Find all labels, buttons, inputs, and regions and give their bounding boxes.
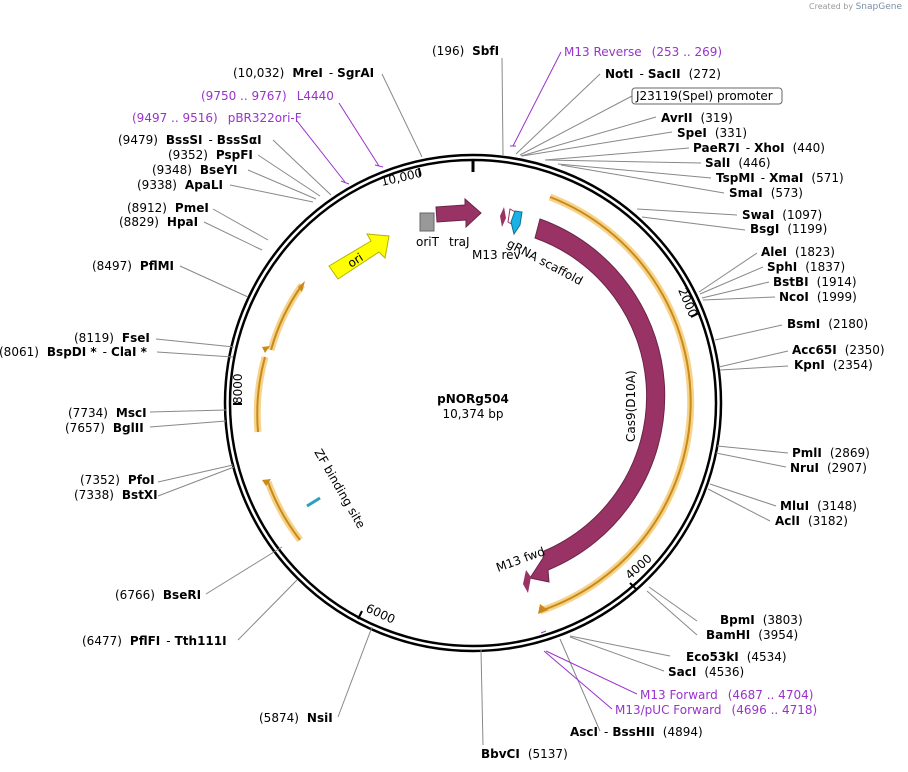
site-bglii: (7657)BglII (65, 421, 144, 435)
site-acc65i: Acc65I(2350) (792, 343, 885, 357)
site-tth111i: (6477)PflFI-Tth111I (82, 634, 227, 648)
orit-label: oriT (416, 235, 440, 249)
site-bbvci: BbvCI(5137) (481, 747, 568, 761)
snapgene-logo: SnapGene (855, 2, 902, 12)
site-bsshii: AscI-BssHII(4894) (570, 725, 703, 739)
promoter-label: J23119(SpeI) promoter (635, 89, 773, 103)
site-msci: (7734)MscI (68, 406, 147, 420)
site-bseri: (6766)BseRI (115, 588, 201, 602)
primer-leader-lines (296, 51, 638, 710)
site-nrui: NruI(2907) (790, 461, 867, 475)
traj-label: traJ (449, 235, 470, 249)
tick-label-8000: 8000 (231, 373, 245, 404)
site-bsgi: BsgI(1199) (750, 222, 827, 236)
cas9-feature (529, 218, 666, 583)
plasmid-name: pNORg504 (437, 392, 509, 406)
credit-text: Created by (809, 2, 854, 11)
site-kpni: KpnI(2354) (794, 358, 873, 372)
site-bstbi: BstBI(1914) (773, 275, 857, 289)
orf-arcs (253, 193, 695, 615)
primer-l4440: (9750 .. 9767)L4440 (201, 89, 334, 103)
site-acli: AclI(3182) (775, 514, 848, 528)
site-swai: SwaI(1097) (742, 208, 822, 222)
site-hpai: (8829)HpaI (119, 215, 198, 229)
site-leader-lines (149, 57, 789, 746)
plasmid-size: 10,374 bp (442, 407, 503, 421)
site-clai: (8061)BspDI *-ClaI * (0, 345, 148, 359)
site-xhoi: PaeR7I-XhoI(440) (693, 141, 825, 155)
site-eco53ki: Eco53kI(4534) (686, 650, 787, 664)
m13-fwd-feature (523, 570, 531, 593)
site-bstxi: (7338)BstXI (74, 488, 158, 502)
site-bsmi: BsmI(2180) (787, 317, 868, 331)
m13-rev-label: M13 rev (472, 248, 521, 262)
site-pflmi: (8497)PflMI (92, 259, 174, 273)
zf-label: ZF binding site (311, 447, 368, 531)
orf-arc-3 (264, 480, 303, 543)
site-srgai: (10,032)MreI-SgrAI (233, 66, 374, 80)
site-sacii: NotI-SacII(272) (605, 67, 721, 81)
ori-feature (328, 233, 390, 280)
zf-feature (306, 496, 321, 508)
traj-feature (435, 197, 482, 229)
site-bsssi: (9479)BssSI-BssSαI (118, 133, 262, 147)
site-xmai: TspMI-XmaI(571) (716, 171, 844, 185)
primer-labels: M13 Reverse(253 .. 269) (9750 .. 9767)L4… (132, 45, 817, 717)
primer-m13-forward: M13 Forward(4687 .. 4704) (640, 688, 813, 702)
site-pfoi: (7352)PfoI (80, 473, 155, 487)
site-sphi: SphI(1837) (767, 260, 845, 274)
site-labels: (196) SbfI (10,032)MreI-SgrAI (9479)BssS… (0, 44, 885, 761)
site-nsii: (5874)NsiI (259, 711, 333, 725)
promoter-label-box: J23119(SpeI) promoter (631, 87, 783, 105)
site-pmei: (8912)PmeI (127, 201, 209, 215)
site-spei: SpeI(331) (677, 126, 747, 140)
tick-label-2000: 2000 (675, 286, 700, 320)
site-sali: SalI(446) (705, 156, 771, 170)
tick-label-10000: 10,000 (380, 166, 424, 189)
site-avrii: AvrII(319) (661, 111, 733, 125)
primer-m13-reverse: M13 Reverse(253 .. 269) (564, 45, 722, 59)
site-bamhi: BamHI(3954) (706, 628, 798, 642)
site-bpmi: BpmI(3803) (720, 613, 803, 627)
site-mlui: MluI(3148) (780, 499, 857, 513)
grna-feature (510, 210, 523, 236)
cas9-label: Cas9(D10A) (624, 370, 638, 442)
site-sbfi: (196) SbfI (432, 44, 499, 58)
site-saci: SacI(4536) (668, 665, 744, 679)
site-alei: AleI(1823) (761, 245, 835, 259)
primer-m13-puc-forward: M13/pUC Forward(4696 .. 4718) (615, 703, 817, 717)
m13-rev-feature (500, 207, 506, 227)
site-apali: (9338)ApaLI (137, 178, 223, 192)
primer-pbr322ori-f: (9497 .. 9516)pBR322ori-F (132, 111, 302, 125)
site-ncoi: NcoI(1999) (779, 290, 857, 304)
orit-feature (419, 212, 435, 232)
site-smai: SmaI(573) (729, 186, 803, 200)
site-pspfi: (9352)PspFI (168, 148, 253, 162)
snapgene-credit: Created by SnapGene (809, 2, 902, 12)
site-bseyi: (9348)BseYI (152, 163, 238, 177)
orf-arc-1 (267, 282, 305, 351)
site-pmli: PmlI(2869) (792, 446, 870, 460)
site-fsei: (8119)FseI (74, 331, 150, 345)
